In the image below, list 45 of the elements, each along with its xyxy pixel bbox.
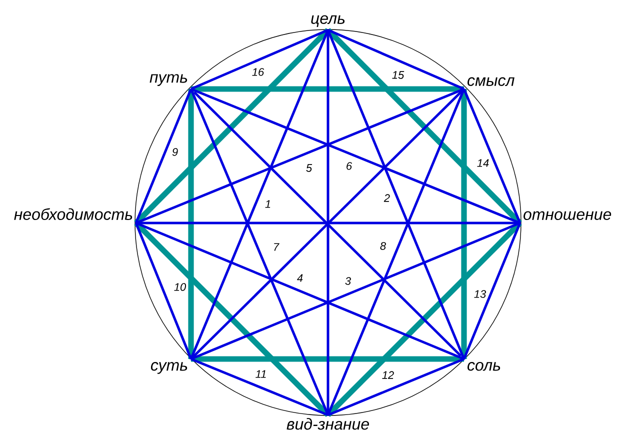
- region-number: 13: [474, 290, 486, 298]
- region-number: 7: [274, 243, 280, 251]
- vertex-label: суть: [150, 362, 188, 374]
- star-line: [190, 88, 520, 224]
- octagon-side: [134, 222, 192, 360]
- octagon-side: [190, 358, 328, 416]
- region-number: 3: [345, 277, 351, 285]
- region-number: 14: [477, 159, 489, 167]
- vertex-label: необходимость: [14, 208, 132, 220]
- star-line: [190, 30, 330, 360]
- octagon-side: [134, 88, 192, 224]
- region-number: 9: [172, 148, 178, 156]
- star-line: [326, 30, 466, 360]
- region-number: 16: [252, 68, 264, 76]
- region-number: 8: [380, 242, 386, 250]
- square-side: [191, 86, 464, 92]
- vertex-label: путь: [150, 74, 188, 86]
- region-number: 6: [346, 162, 352, 170]
- square-side: [461, 89, 467, 359]
- star-line: [136, 222, 464, 360]
- octagon-side: [190, 28, 328, 90]
- region-number: 15: [392, 71, 404, 79]
- vertex-label: соль: [468, 362, 500, 371]
- square-side: [191, 356, 464, 362]
- vertex-label: отношение: [524, 211, 612, 220]
- region-number: 4: [297, 274, 303, 282]
- region-number: 11: [256, 370, 266, 378]
- region-number: 5: [306, 164, 312, 172]
- star-line: [326, 88, 466, 416]
- octagon-side: [462, 88, 522, 224]
- vertex-label: смысл: [468, 77, 514, 86]
- region-number: 10: [174, 283, 186, 291]
- region-number: 1: [265, 200, 270, 208]
- square-side: [188, 89, 194, 359]
- region-number: 12: [382, 371, 394, 379]
- vertex-label: цель: [311, 15, 345, 27]
- star-line: [136, 88, 464, 224]
- octagon-side: [328, 28, 464, 90]
- octagon-side: [462, 222, 522, 360]
- star-line: [190, 88, 330, 416]
- horizontal-diameter: [136, 222, 520, 224]
- vertex-label: вид-знание: [286, 418, 369, 430]
- region-number: 2: [384, 194, 390, 202]
- star-line: [190, 222, 520, 360]
- octagon-side: [328, 358, 464, 416]
